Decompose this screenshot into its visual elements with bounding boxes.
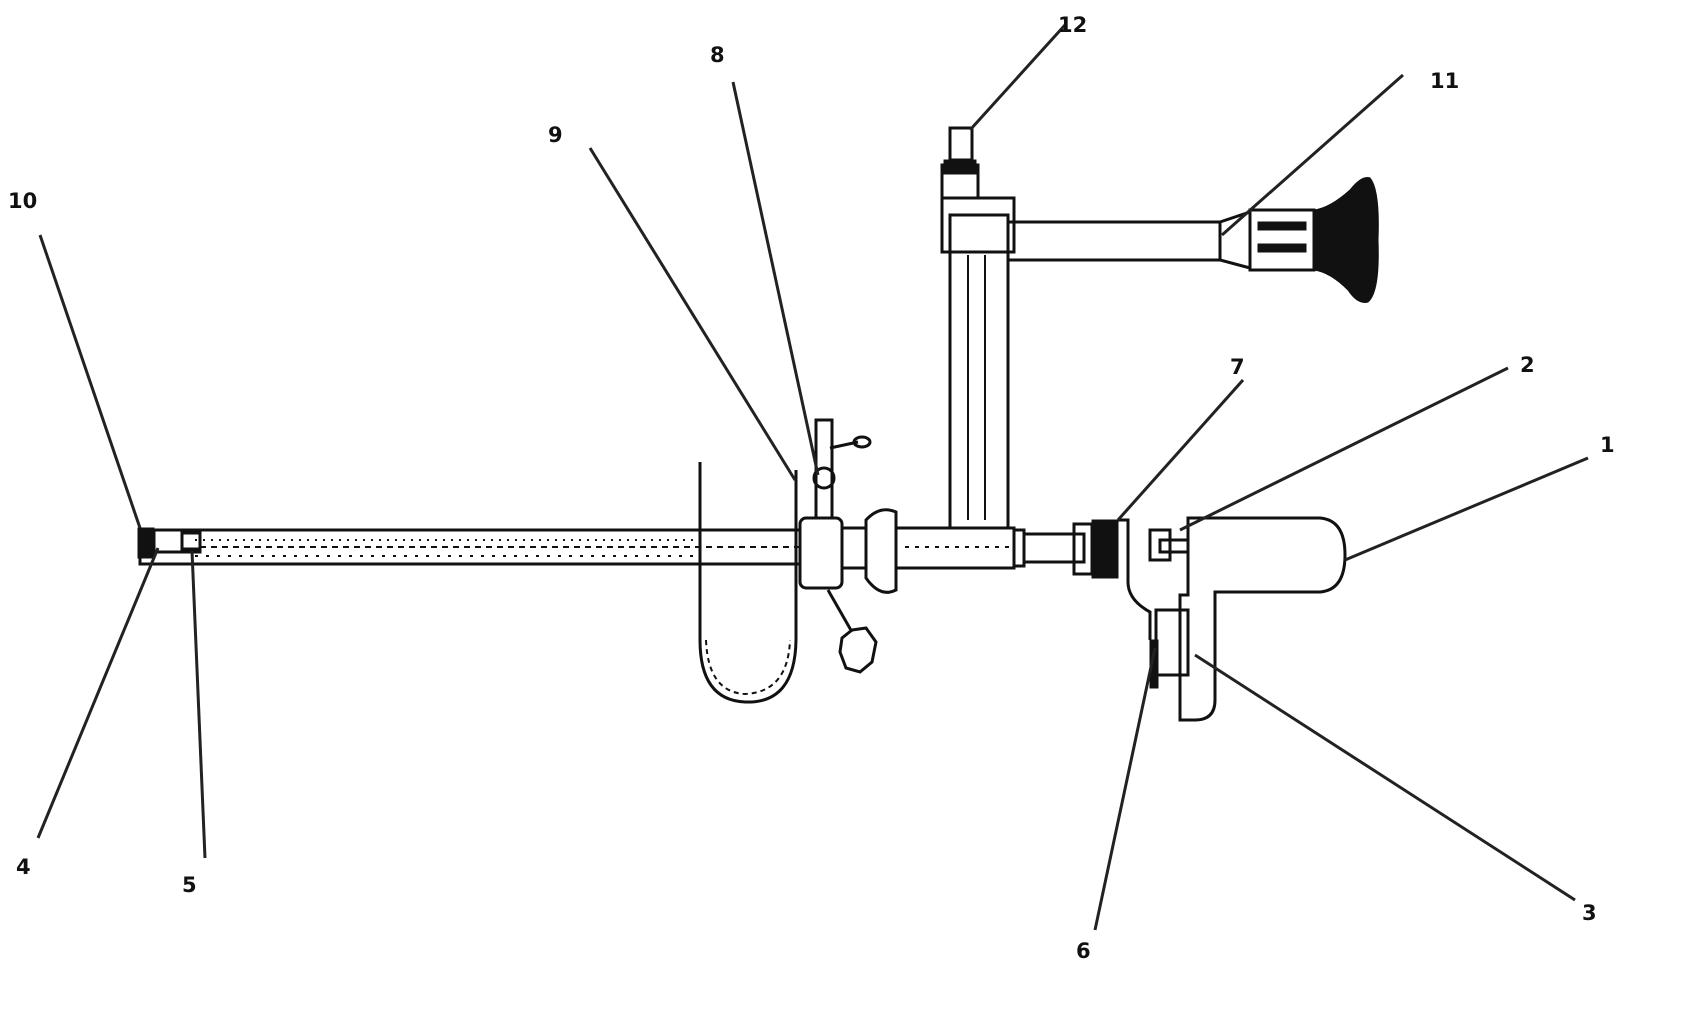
leader-lines [36,23,1589,931]
labels: 1 2 3 4 5 6 7 8 9 10 11 12 [8,13,1615,963]
rear-section [1012,518,1190,640]
label-2: 2 [1520,353,1535,377]
label-6: 6 [1076,939,1091,963]
handle [1149,516,1347,722]
u-loop [698,462,798,704]
label-12: 12 [1058,13,1087,37]
label-10: 10 [8,189,37,213]
label-4: 4 [16,855,31,879]
label-9: 9 [548,123,563,147]
label-3: 3 [1582,901,1597,925]
eyepiece-arm [1006,177,1379,303]
label-5: 5 [182,873,197,897]
label-8: 8 [710,43,725,67]
label-11: 11 [1430,69,1459,93]
vertical-channel [940,126,1016,530]
distal-tip [137,527,202,559]
label-7: 7 [1230,355,1245,379]
coupling-nut [840,508,1016,594]
label-1: 1 [1600,433,1615,457]
